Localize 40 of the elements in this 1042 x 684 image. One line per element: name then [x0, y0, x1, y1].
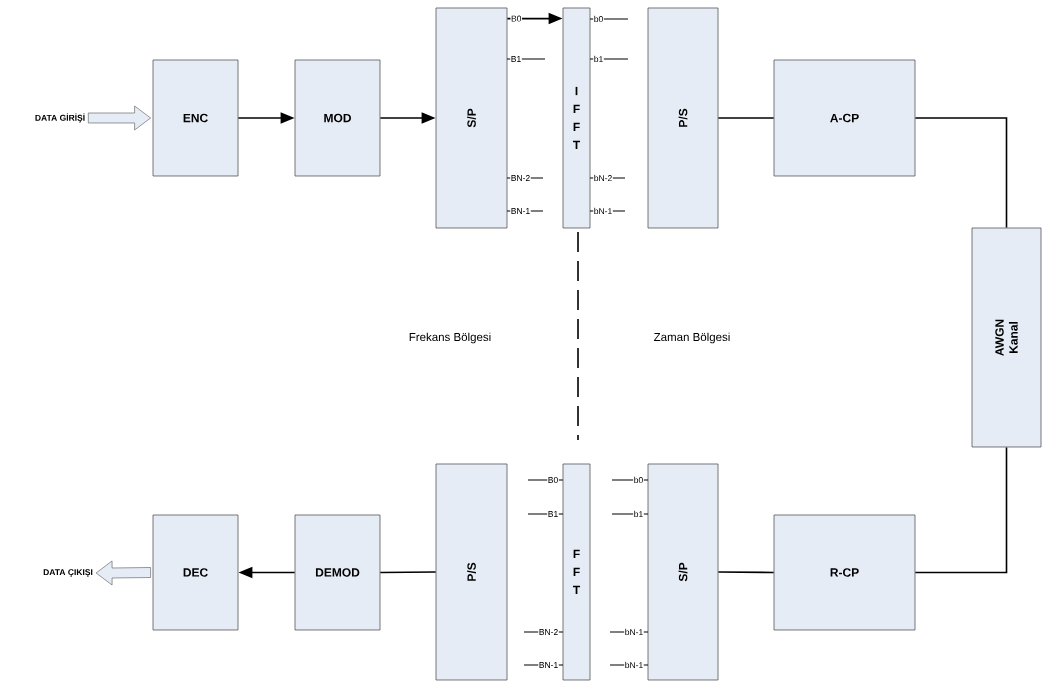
input-label: DATA ÇIKIŞI [43, 569, 93, 577]
block-arrow [88, 105, 151, 131]
connector-line [914, 446, 1008, 574]
process-box: R-CP [773, 514, 916, 631]
block-arrow [95, 560, 151, 586]
process-box: MOD [294, 59, 381, 177]
edge-label: B0 [510, 15, 523, 23]
input-label: DATA GİRİŞİ [35, 113, 85, 123]
signal-label: BN-2 [538, 628, 559, 636]
process-box: S/P [435, 7, 508, 229]
signal-label: bN-1 [624, 661, 644, 669]
signal-label: b1 [633, 510, 644, 518]
process-box: P/S [647, 7, 719, 229]
connector-line [717, 117, 775, 119]
process-box: ENC [152, 59, 239, 177]
connector-line [914, 117, 1008, 229]
signal-label: b0 [593, 15, 604, 23]
process-box: S/P [647, 463, 719, 681]
signal-label: BN-1 [538, 661, 559, 669]
process-box: P/S [435, 463, 508, 681]
signal-label: BN-1 [510, 207, 531, 215]
process-box: DEC [152, 514, 239, 631]
process-box: F F T [562, 463, 591, 681]
signal-label: B1 [510, 55, 522, 63]
signal-label: B1 [547, 510, 559, 518]
process-box: I F F T [562, 7, 591, 229]
signal-label: bN-2 [593, 174, 613, 182]
signal-label: b0 [633, 476, 644, 484]
signal-label: B0 [547, 476, 559, 484]
connector-line [717, 571, 775, 574]
process-box: AWGN Kanal [971, 227, 1042, 448]
process-box: DEMOD [294, 514, 381, 631]
process-box: A-CP [773, 59, 916, 177]
connector-line [379, 571, 437, 574]
region-label: Zaman Bölgesi [654, 332, 730, 344]
signal-label: bN-1 [593, 207, 613, 215]
signal-label: BN-2 [510, 174, 531, 182]
signal-label: bN-1 [624, 628, 644, 636]
region-label: Frekans Bölgesi [409, 332, 491, 344]
signal-label: b1 [593, 55, 604, 63]
